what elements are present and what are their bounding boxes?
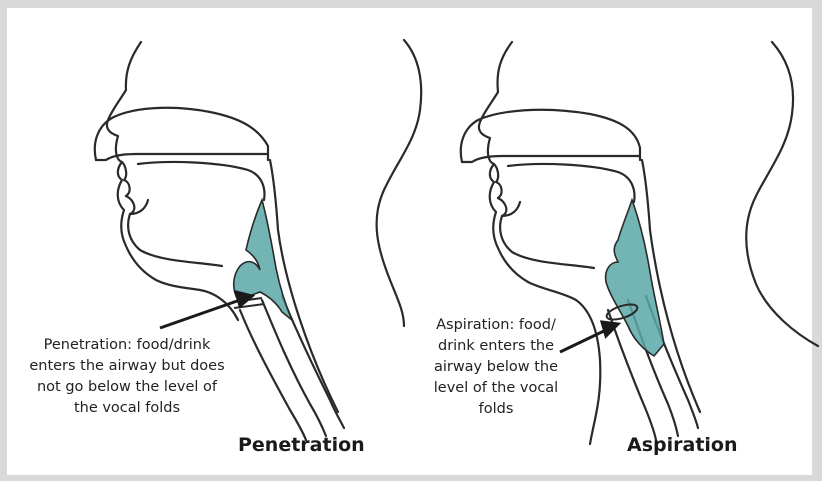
caption-line: level of the vocal	[422, 378, 570, 399]
caption-line: airway below the	[422, 357, 570, 378]
caption-line: Penetration: food/drink	[16, 335, 238, 356]
tongue-right	[508, 164, 634, 202]
bolus-aspiration	[606, 200, 664, 356]
heading-aspiration: Aspiration	[627, 434, 738, 456]
caption-line: enters the airway but does	[16, 356, 238, 377]
jaw-right	[500, 216, 594, 268]
caption-aspiration: Aspiration: food/ drink enters the airwa…	[422, 315, 570, 420]
teeth-upper-right	[494, 164, 502, 198]
heading-penetration: Penetration	[238, 434, 365, 456]
nasal-floor-left	[96, 154, 268, 160]
teeth-lower-left	[126, 196, 148, 214]
caption-line: drink enters the	[422, 336, 570, 357]
neck-back-right	[746, 42, 818, 346]
caption-line: Aspiration: food/	[422, 315, 570, 336]
neck-back-left	[377, 40, 422, 326]
caption-penetration: Penetration: food/drink enters the airwa…	[16, 335, 238, 419]
palate-left	[95, 108, 268, 160]
caption-line: the vocal folds	[16, 398, 238, 419]
arrowhead-penetration-icon	[236, 292, 252, 306]
arrow-penetration	[160, 300, 240, 328]
teeth-lower-right	[498, 198, 520, 216]
caption-line: not go below the level of	[16, 377, 238, 398]
jaw-left	[128, 214, 222, 266]
caption-line: folds	[422, 399, 570, 420]
teeth-upper-left	[122, 162, 130, 196]
tongue-left	[138, 162, 264, 200]
